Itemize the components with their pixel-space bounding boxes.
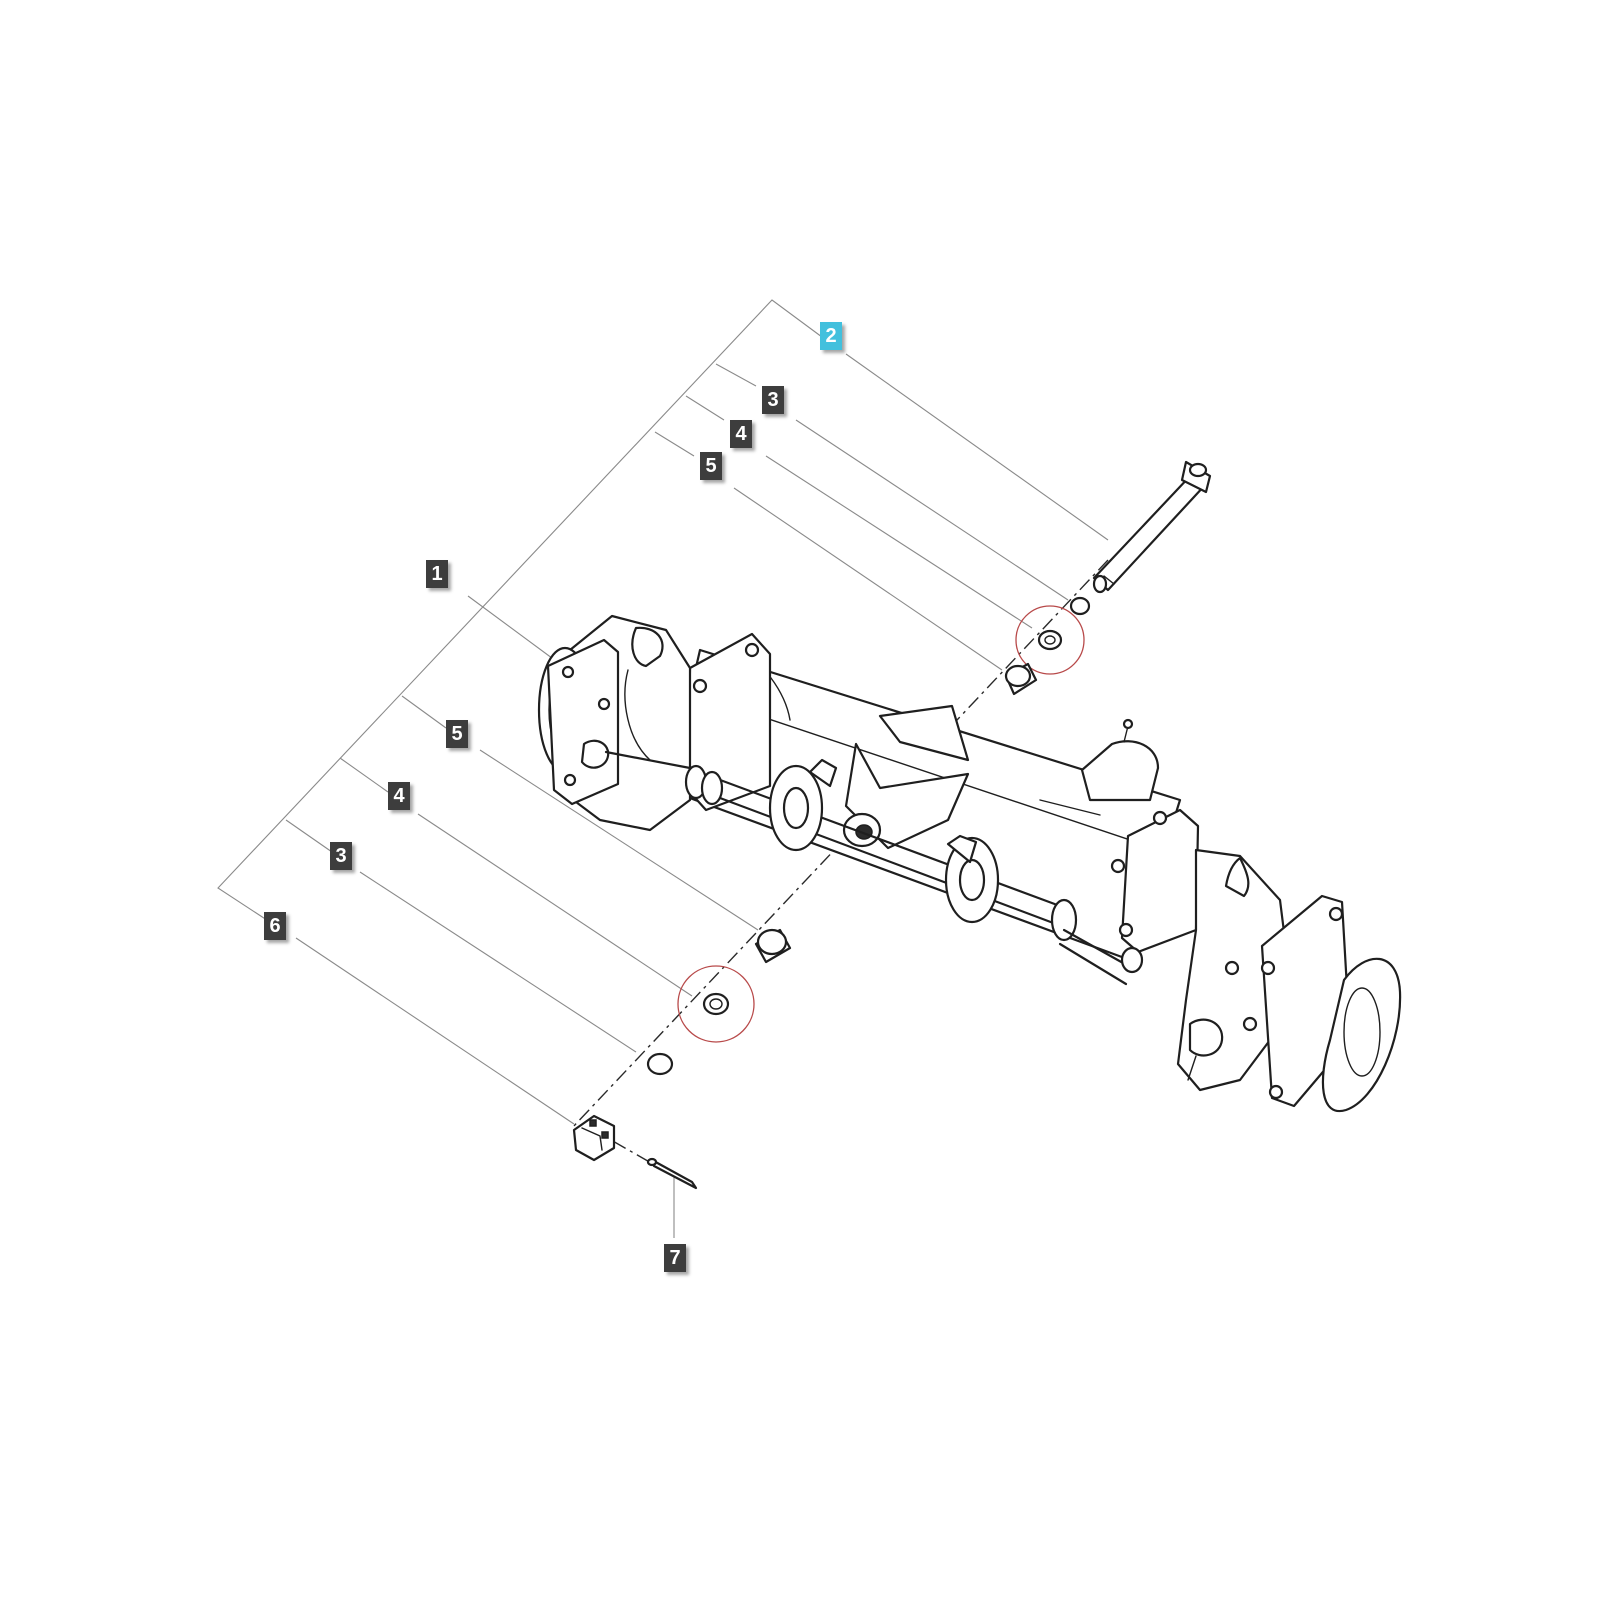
callout-3-bot[interactable]: 3 — [330, 842, 352, 870]
callout-1[interactable]: 1 — [426, 560, 448, 588]
leader-2 — [845, 353, 1109, 541]
part-4-bottom-washer[interactable] — [677, 965, 755, 1043]
leader-bracket-top — [217, 299, 827, 927]
leader-branch-4b — [339, 757, 389, 793]
top-parts-stack — [1004, 596, 1091, 696]
callout-5-bot[interactable]: 5 — [446, 720, 468, 748]
part-4-top-washer[interactable] — [1015, 605, 1085, 675]
callout-5-top[interactable]: 5 — [700, 452, 722, 480]
leader-branch-3 — [715, 363, 757, 387]
callout-7[interactable]: 7 — [664, 1244, 686, 1272]
leader-5-bot — [479, 749, 759, 931]
leader-branch-3b — [285, 819, 333, 853]
leader-branch-4 — [685, 395, 725, 421]
bottom-parts-stack — [572, 928, 792, 1190]
part-7-split-pin[interactable] — [646, 1157, 698, 1190]
callout-4-bot[interactable]: 4 — [388, 782, 410, 810]
callout-6[interactable]: 6 — [264, 912, 286, 940]
part-6-castle-nut[interactable] — [572, 1114, 616, 1162]
leader-5-top — [733, 487, 1003, 671]
part-5-bottom-bushing[interactable] — [754, 928, 792, 964]
leader-branch-5b — [401, 695, 447, 729]
part-3-bottom-oring[interactable] — [646, 1052, 674, 1076]
leader-3-top — [795, 419, 1069, 601]
leader-6 — [295, 937, 575, 1125]
leader-4-bot — [417, 813, 693, 997]
callout-2[interactable]: 2 — [820, 322, 842, 350]
part-5-top-bushing[interactable] — [1004, 662, 1038, 696]
leader-3-bot — [359, 871, 637, 1053]
part-3-top-oring[interactable] — [1069, 596, 1091, 616]
part-2-pin[interactable] — [1092, 460, 1212, 594]
leader-4-top — [765, 455, 1033, 629]
leader-branch-5 — [654, 431, 695, 457]
callout-3-top[interactable]: 3 — [762, 386, 784, 414]
callout-4-top[interactable]: 4 — [730, 420, 752, 448]
leader-1 — [467, 595, 561, 665]
leader-lines — [217, 299, 1109, 1238]
front-axle-housing[interactable] — [537, 614, 1402, 1113]
